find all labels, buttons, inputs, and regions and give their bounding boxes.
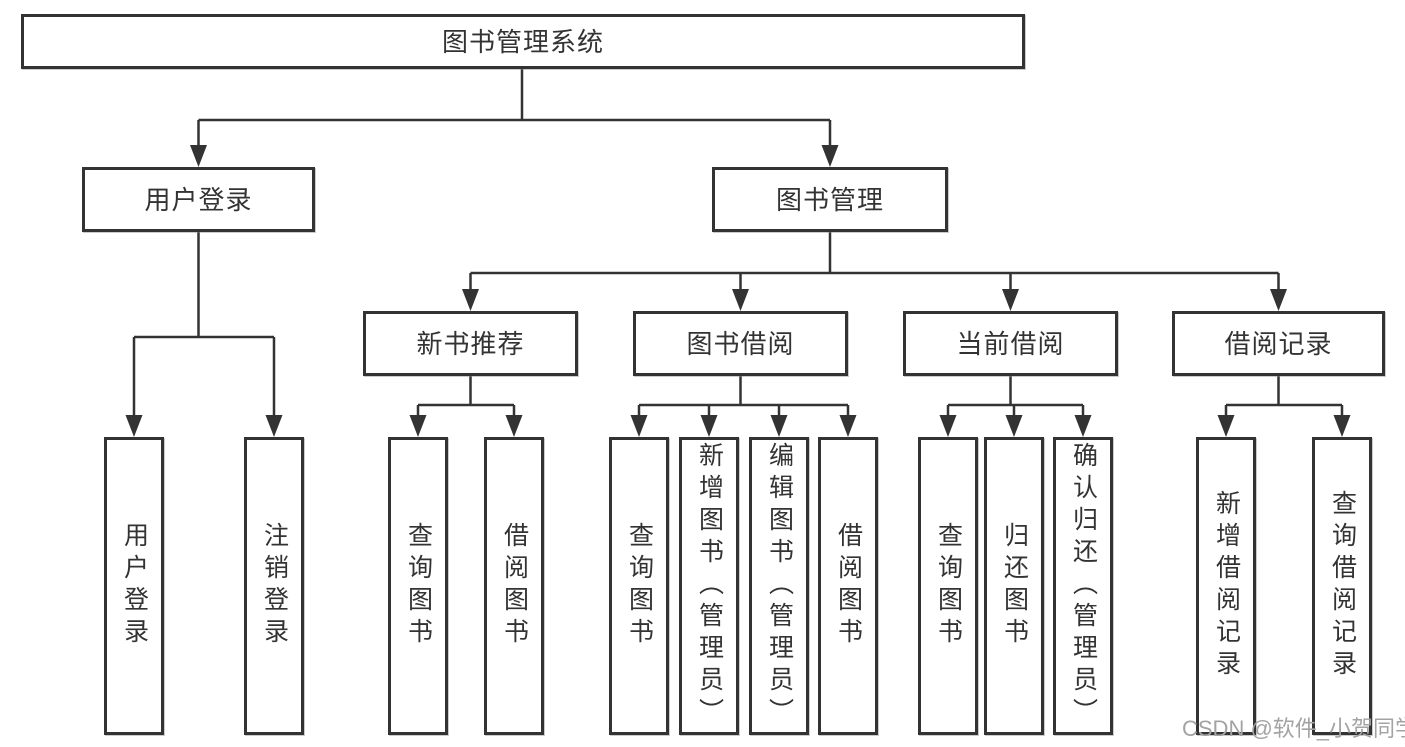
node-library-management-system: 图书管理系统 <box>21 14 1025 69</box>
leaf-borrow-books-recommend: 借阅图书 <box>484 437 544 735</box>
node-book-management-branch: 图书管理 <box>712 167 948 232</box>
leaf-add-books-admin: 新增图书（管理员） <box>679 437 739 735</box>
leaf-query-books-current: 查询图书 <box>918 437 978 735</box>
leaf-query-books-recommend: 查询图书 <box>388 437 448 735</box>
node-borrow-records: 借阅记录 <box>1172 311 1385 376</box>
leaf-add-borrow-record: 新增借阅记录 <box>1196 437 1256 735</box>
leaf-return-books: 归还图书 <box>984 437 1044 735</box>
leaf-user-login: 用户登录 <box>104 437 164 735</box>
node-new-book-recommend: 新书推荐 <box>363 311 578 376</box>
leaf-query-books-borrow: 查询图书 <box>609 437 669 735</box>
node-current-borrow: 当前借阅 <box>903 311 1118 376</box>
node-book-borrow: 图书借阅 <box>633 311 848 376</box>
csdn-watermark: CSDN @软件_小贺同学 <box>1182 716 1405 741</box>
leaf-borrow-books: 借阅图书 <box>818 437 878 735</box>
node-user-login-branch: 用户登录 <box>82 167 315 232</box>
leaf-logout: 注销登录 <box>244 437 304 735</box>
leaf-query-borrow-record: 查询借阅记录 <box>1312 437 1372 735</box>
leaf-edit-books-admin: 编辑图书（管理员） <box>749 437 809 735</box>
leaf-confirm-return-admin: 确认归还（管理员） <box>1053 437 1113 735</box>
